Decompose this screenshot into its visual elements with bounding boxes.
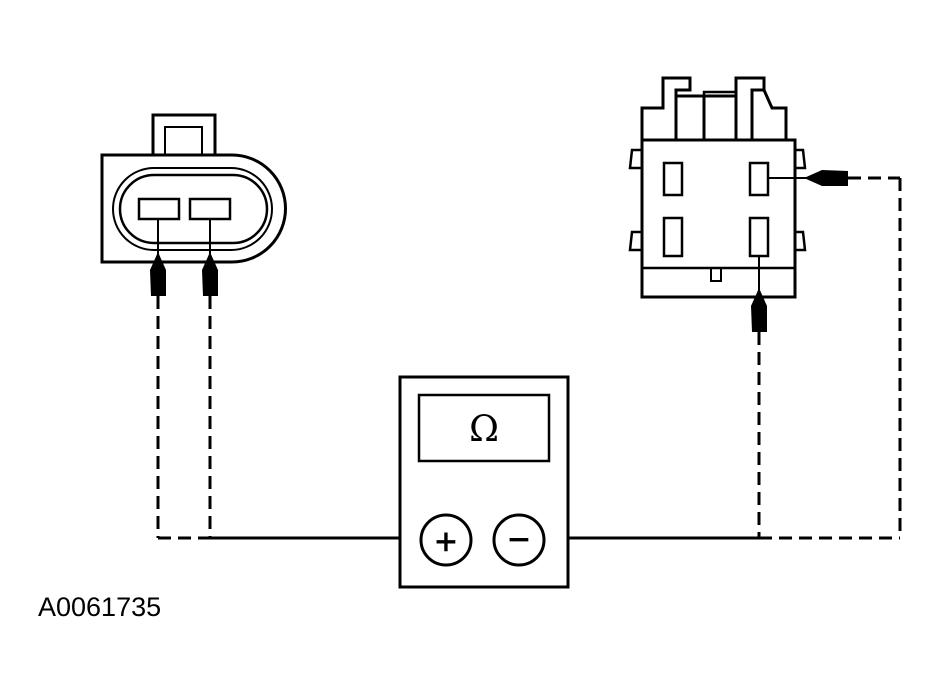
probe-tip-1 — [150, 252, 166, 296]
relay-component — [628, 76, 807, 299]
positive-terminal — [419, 513, 473, 567]
probe-tip-2 — [202, 252, 218, 296]
pin-slot-1 — [137, 197, 181, 221]
pin-slot-2 — [188, 197, 232, 221]
probe-tip-side — [804, 170, 848, 186]
relay-bottom-notch — [710, 267, 722, 282]
probe-tip-bottom — [751, 288, 767, 332]
connector-housing — [100, 153, 287, 264]
left-probes — [150, 252, 218, 540]
relay-slot-bottom-left — [662, 216, 684, 258]
negative-terminal — [492, 513, 546, 567]
relay-body — [640, 138, 797, 299]
connector-inner-ring — [112, 167, 273, 251]
meter-display — [417, 393, 551, 463]
connector-face — [118, 173, 269, 245]
negative-symbol: − — [506, 522, 531, 557]
positive-symbol: + — [433, 524, 458, 559]
relay-slot-top-left — [662, 161, 684, 197]
ohmmeter: Ω + − — [398, 375, 570, 589]
ohm-symbol: Ω — [469, 409, 499, 450]
right-probes — [751, 170, 902, 540]
relay-slot-bottom-right — [748, 216, 770, 258]
two-pin-connector — [100, 113, 287, 264]
figure-id-label: A0061735 — [38, 592, 162, 622]
relay-top-terminals — [640, 76, 788, 140]
relay-slot-top-right — [748, 161, 770, 197]
relay-top-cap — [702, 90, 738, 142]
connector-tab-window — [164, 126, 203, 156]
connector-top-tab — [151, 113, 217, 155]
